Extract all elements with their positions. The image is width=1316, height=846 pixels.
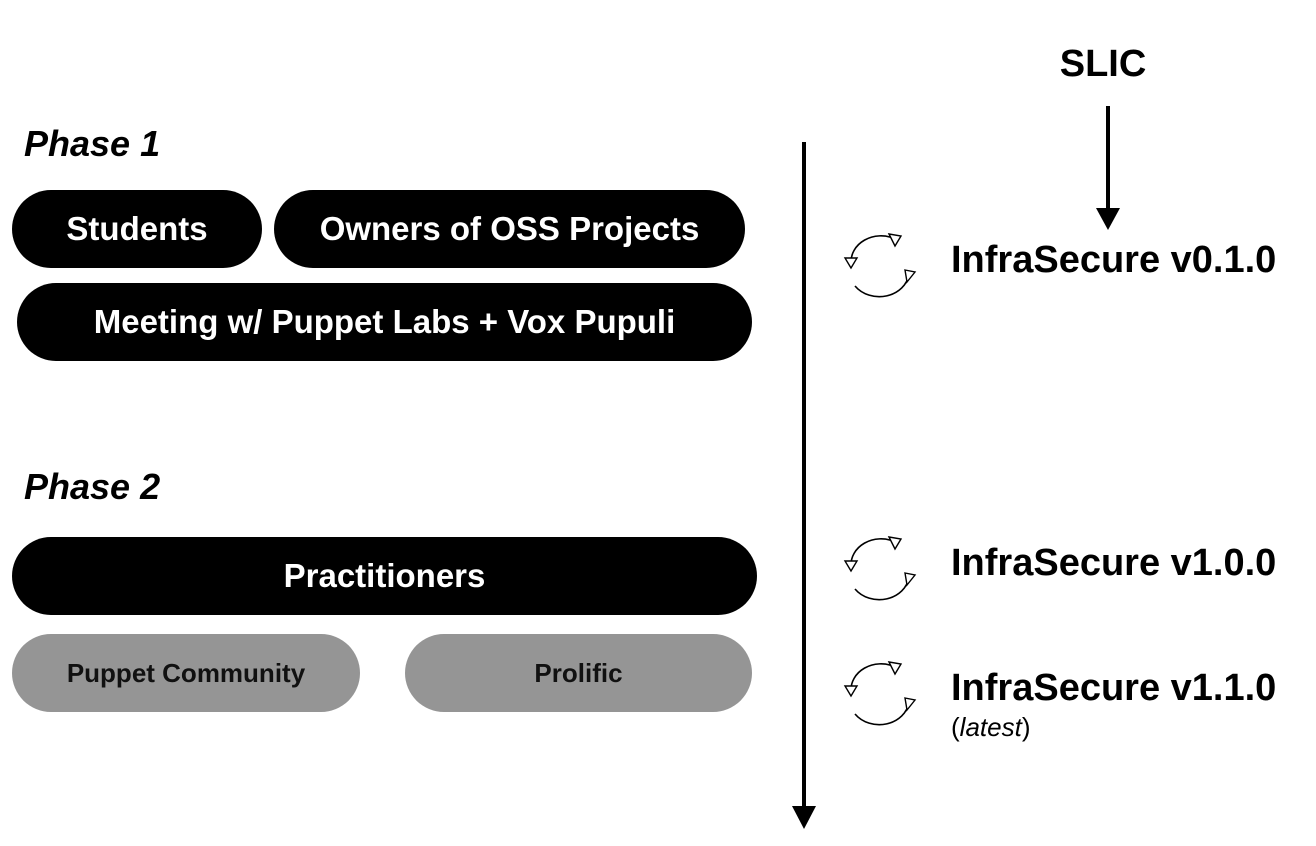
cycle-icon [843,536,917,601]
release-version: InfraSecure v0.1.0 [951,239,1277,281]
puppet-community-label: Puppet Community [66,657,306,688]
phase-2-title: Phase 2 [24,466,161,507]
puppet-community-pill: Puppet Community [12,634,360,712]
slic-label: SLIC [1059,43,1147,85]
latest-label: latest [959,712,1022,742]
meeting-label: Meeting w/ Puppet Labs + Vox Pupuli [93,303,676,340]
prolific-label: Prolific [534,657,623,688]
release-note: (latest) [951,712,1031,742]
owners-label: Owners of OSS Projects [319,210,700,247]
release-version: InfraSecure v1.0.0 [951,542,1277,584]
release-version: InfraSecure v1.1.0 [951,667,1277,709]
students-pill: Students [12,190,262,268]
cycle-icon [843,661,917,726]
timeline-arrow [792,142,816,829]
note-close-paren: ) [1021,712,1031,742]
students-label: Students [66,210,208,247]
meeting-pill: Meeting w/ Puppet Labs + Vox Pupuli [17,283,752,361]
prolific-pill: Prolific [405,634,752,712]
cycle-icon [843,233,917,298]
phase-1-title: Phase 1 [24,123,161,164]
practitioners-label: Practitioners [283,557,486,594]
slic-arrow [1096,106,1120,230]
note-open-paren: ( [951,712,960,742]
owners-pill: Owners of OSS Projects [274,190,745,268]
practitioners-pill: Practitioners [12,537,757,615]
